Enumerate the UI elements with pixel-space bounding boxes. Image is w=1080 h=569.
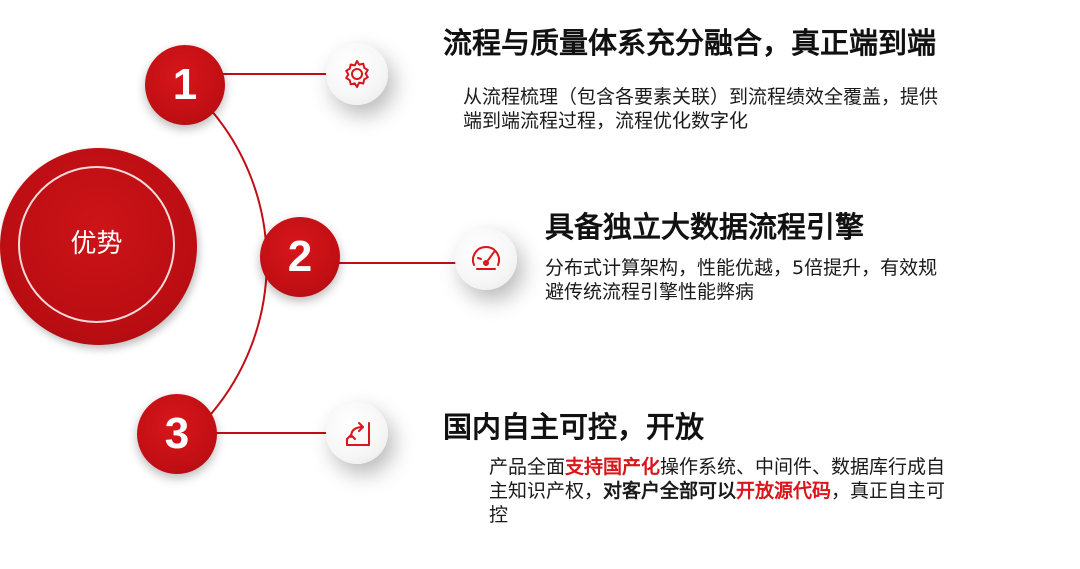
item-1-desc-line-1: 从流程梳理（包含各要素关联）到流程绩效全覆盖，提供 [463, 86, 939, 108]
gear-icon [345, 60, 369, 88]
item-3-desc-line-3: 控 [489, 504, 509, 526]
item-3-title: 国内自主可控，开放 [443, 410, 705, 444]
icon-disc-1 [326, 43, 388, 105]
item-3-text-3: 主知识产权， [489, 480, 604, 502]
item-3-highlight-open-source: 开放源代码 [736, 480, 832, 502]
item-2-desc-line-1: 分布式计算架构，性能优越，5倍提升，有效规 [545, 257, 938, 279]
icon-disc-3 [326, 402, 388, 464]
number-badge-3: 3 [137, 394, 217, 474]
item-3-text-2: 操作系统、中间件、数据库行成自 [660, 456, 946, 478]
center-label: 优势 [70, 229, 123, 259]
flow-arrows-icon [346, 422, 370, 446]
item-3-bold-customer: 对客户全部可以 [603, 480, 737, 502]
item-2-title: 具备独立大数据流程引擎 [545, 210, 865, 244]
center-ring [18, 166, 175, 323]
item-1-title: 流程与质量体系充分融合，真正端到端 [443, 26, 937, 60]
item-3-description: 产品全面支持国产化操作系统、中间件、数据库行成自 主知识产权，对客户全部可以开放… [489, 455, 1069, 527]
item-3-text-1: 产品全面 [489, 456, 566, 478]
item-3-text-4: ，真正自主可 [831, 480, 946, 502]
icon-disc-2 [455, 228, 517, 290]
item-3-highlight-localization: 支持国产化 [565, 456, 661, 478]
item-3-desc-line-2: 主知识产权，对客户全部可以开放源代码，真正自主可 [489, 479, 1069, 503]
item-1-description: 从流程梳理（包含各要素关联）到流程绩效全覆盖，提供 端到端流程过程，流程优化数字… [463, 85, 1063, 133]
number-badge-1: 1 [145, 45, 225, 125]
item-2-desc-line-2: 避传统流程引擎性能弊病 [545, 281, 755, 303]
item-1-desc-line-2: 端到端流程过程，流程优化数字化 [463, 110, 749, 132]
speed-gauge-icon [472, 246, 500, 270]
number-badge-2: 2 [260, 217, 340, 297]
item-2-description: 分布式计算架构，性能优越，5倍提升，有效规 避传统流程引擎性能弊病 [545, 256, 1065, 304]
item-3-desc-line-1: 产品全面支持国产化操作系统、中间件、数据库行成自 [489, 455, 1069, 479]
